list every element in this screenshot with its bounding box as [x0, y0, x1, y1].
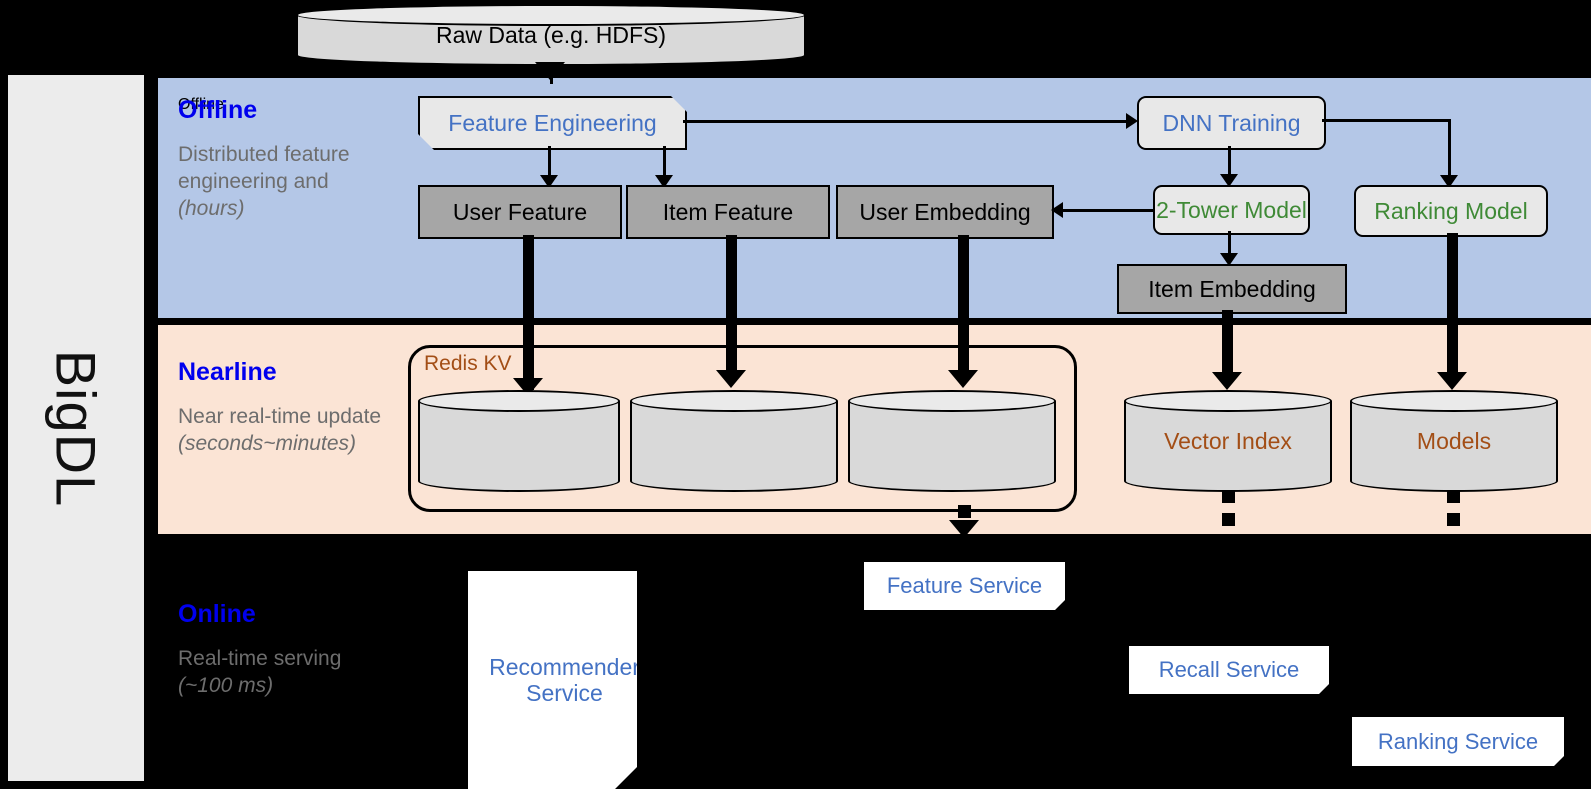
pipe-rankingmodel-models	[1447, 233, 1458, 383]
arrow-dnn-2tower	[1220, 174, 1238, 187]
arrow-itememb-vectorindex	[1212, 372, 1242, 390]
online-subtitle: Real-time serving (~100 ms)	[178, 646, 353, 700]
cylinder-body	[848, 401, 1056, 481]
node-recall-service[interactable]: Recall Service	[1129, 646, 1329, 694]
online-title: Online	[178, 600, 256, 628]
feature-engineering-label: Feature Engineering	[448, 109, 657, 136]
offline-subtitle-em: (hours)	[178, 196, 245, 220]
cylinder-body	[1350, 401, 1558, 481]
node-ranking-model[interactable]: Ranking Model	[1354, 185, 1548, 237]
pipe-userfeature-store	[523, 235, 534, 390]
nearline-subtitle: Near real-time update (seconds~minutes)	[178, 404, 403, 458]
models-label: Models	[1416, 427, 1492, 454]
nearline-subtitle-text: Near real-time update	[178, 405, 382, 428]
raw-data-label: Raw Data (e.g. HDFS)	[435, 21, 667, 48]
connector-2tower-userembedding	[1063, 209, 1153, 212]
arrow-2tower-itememb	[1220, 253, 1238, 266]
node-ranking-service[interactable]: Ranking Service	[1352, 717, 1564, 766]
cylinder-top	[630, 390, 838, 412]
connector-2tower-itememb	[1228, 231, 1231, 260]
store-cylinder-1[interactable]	[418, 390, 620, 492]
node-2tower-model[interactable]: 2-Tower Model	[1153, 185, 1310, 235]
offline-title-text: Offline	[178, 96, 258, 124]
document-fold-icon	[1319, 684, 1329, 694]
node-user-feature[interactable]: User Feature	[418, 185, 622, 239]
cylinder-body	[418, 401, 620, 481]
feature-service-label: Feature Service	[886, 573, 1043, 599]
pipe-userembedding-store	[958, 235, 969, 380]
redis-kv-label: Redis KV	[424, 352, 512, 375]
connector-fe-dnn	[683, 120, 1128, 123]
offline-subtitle: Distributed feature engineering and (hou…	[178, 142, 383, 223]
arrow-2tower-userembedding	[1051, 202, 1063, 218]
user-feature-label: User Feature	[452, 198, 588, 225]
recall-service-label: Recall Service	[1158, 657, 1300, 683]
store-1-label	[418, 390, 620, 492]
cylinder-top	[296, 4, 806, 26]
nearline-subtitle-em: (seconds~minutes)	[178, 431, 356, 455]
nearline-title: Nearline	[178, 358, 277, 386]
arrow-fe-dnn	[1126, 113, 1138, 129]
item-embedding-label: Item Embedding	[1148, 275, 1316, 302]
online-subtitle-em: (~100 ms)	[178, 673, 274, 697]
document-fold-icon	[1554, 756, 1564, 766]
node-feature-service[interactable]: Feature Service	[864, 562, 1065, 610]
arrow-rawdata-fe	[535, 62, 565, 80]
node-dnn-training[interactable]: DNN Training	[1137, 96, 1326, 150]
offline-subtitle-text: Distributed feature engineering and	[178, 143, 350, 193]
cylinder-top	[848, 390, 1056, 412]
raw-data-cylinder: Raw Data (e.g. HDFS)	[296, 4, 806, 66]
arrow-redis-featureservice	[949, 520, 979, 538]
store-3-label	[848, 390, 1056, 492]
connector-dnn-ranking-v	[1448, 119, 1451, 177]
cylinder-top	[1350, 390, 1558, 412]
pipe-itememb-vectorindex	[1222, 310, 1233, 382]
store-cylinder-3[interactable]	[848, 390, 1056, 492]
user-embedding-label: User Embedding	[859, 198, 1031, 225]
dash-recall-2	[1222, 513, 1235, 526]
connector-dnn-ranking-h	[1322, 119, 1450, 122]
arrow-rankingmodel-models	[1437, 372, 1467, 390]
vector-index-label: Vector Index	[1164, 427, 1292, 454]
node-recommender-service[interactable]: Recommender Service	[468, 571, 637, 789]
cylinder-top	[1124, 390, 1332, 412]
document-fold-icon	[1055, 600, 1065, 610]
arrow-dnn-ranking	[1440, 175, 1458, 188]
arrow-itemfeature-store	[716, 370, 746, 388]
arrow-fe-itemfeature	[655, 175, 673, 188]
arrow-userembedding-store	[948, 370, 978, 388]
ranking-service-label: Ranking Service	[1377, 728, 1539, 754]
node-feature-engineering[interactable]: Feature Engineering	[418, 96, 687, 150]
recommender-service-label: Recommender Service	[489, 653, 640, 706]
cylinder-body	[630, 401, 838, 481]
pipe-itemfeature-store	[726, 235, 737, 380]
item-feature-label: Item Feature	[662, 198, 794, 225]
store-cylinder-2[interactable]	[630, 390, 838, 492]
bigdl-platform-rail: BigDL	[8, 75, 144, 781]
ranking-model-label: Ranking Model	[1374, 197, 1528, 224]
node-item-feature[interactable]: Item Feature	[626, 185, 830, 239]
cylinder-top	[418, 390, 620, 412]
dash-featureservice-1	[958, 505, 971, 518]
node-user-embedding[interactable]: User Embedding	[836, 185, 1054, 239]
vector-index-cylinder[interactable]: Vector Index	[1124, 390, 1332, 492]
connector-fe-itemfeature	[663, 146, 666, 178]
2tower-model-label: 2-Tower Model	[1156, 196, 1307, 223]
dash-ranking-2	[1447, 513, 1460, 526]
offline-title: Offline	[178, 96, 224, 113]
cylinder-body	[1124, 401, 1332, 481]
redis-kv-container	[408, 345, 1077, 512]
dash-ranking-1	[1447, 490, 1460, 503]
online-subtitle-text: Real-time serving	[178, 647, 342, 670]
store-2-label	[630, 390, 838, 492]
dnn-training-label: DNN Training	[1162, 109, 1301, 136]
arrow-fe-userfeature	[540, 175, 558, 188]
connector-fe-userfeature	[548, 146, 551, 178]
connector-dnn-2tower	[1228, 146, 1231, 178]
node-item-embedding[interactable]: Item Embedding	[1117, 264, 1347, 314]
models-cylinder[interactable]: Models	[1350, 390, 1558, 492]
dash-recall-1	[1222, 490, 1235, 503]
bigdl-label: BigDL	[44, 349, 108, 507]
